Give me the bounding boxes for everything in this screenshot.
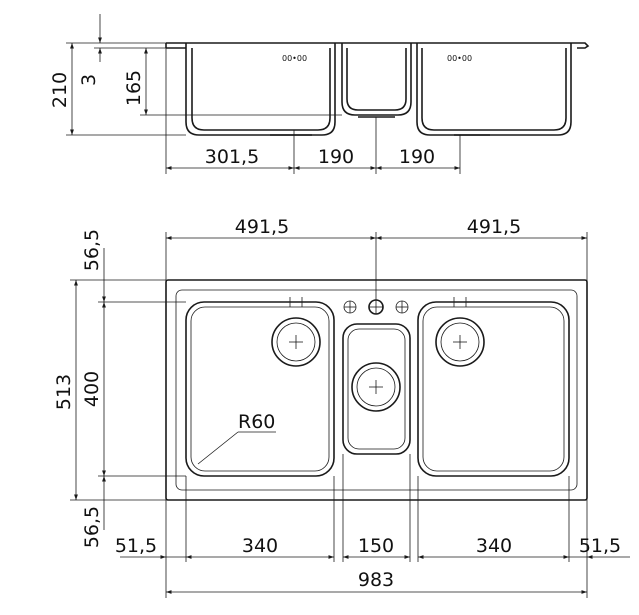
radius-label: R60 [238, 411, 275, 433]
dim-top-491-5-left: 491,5 [235, 216, 289, 238]
dim-side-165: 165 [123, 70, 145, 106]
dim-top-491-5-right: 491,5 [467, 216, 521, 238]
overflow-marks [286, 297, 470, 307]
drain-left [271, 317, 321, 367]
side-bowl-mid [341, 43, 412, 116]
side-bowl-left [185, 43, 336, 136]
drain-right [435, 317, 485, 367]
dim-bottom-983: 983 [358, 569, 394, 591]
dim-top-56-5-upper: 56,5 [81, 229, 103, 271]
side-rim [166, 42, 590, 49]
dim-bottom-51-5-left: 51,5 [115, 535, 157, 557]
dim-bottom-340-right: 340 [476, 535, 512, 557]
bowl-mid [342, 323, 411, 455]
faucet-holes [343, 299, 409, 315]
dim-side-301-5: 301,5 [205, 146, 259, 168]
dim-bottom-150: 150 [358, 535, 394, 557]
dim-side-3: 3 [78, 74, 100, 86]
dim-bottom-340-left: 340 [242, 535, 278, 557]
bowl-left [185, 301, 335, 477]
drain-mid [351, 362, 401, 412]
dim-side-190-a: 190 [318, 146, 354, 168]
sink-plate [165, 279, 588, 501]
badge-left: 00•00 [282, 54, 307, 63]
top-view: R60 491,5 491,5 56,5 [53, 216, 630, 598]
dim-top-513: 513 [53, 374, 75, 410]
dim-top-400: 400 [81, 371, 103, 407]
badge-right: 00•00 [447, 54, 472, 63]
bowl-right [417, 301, 570, 477]
dim-side-210: 210 [49, 72, 71, 108]
dim-top-56-5-lower: 56,5 [81, 506, 103, 548]
side-bowl-right [416, 43, 572, 136]
dim-side-190-b: 190 [399, 146, 435, 168]
side-view: 00•00 00•00 210 3 165 301,5 190 190 [49, 14, 590, 174]
dim-bottom-51-5-right: 51,5 [579, 535, 621, 557]
